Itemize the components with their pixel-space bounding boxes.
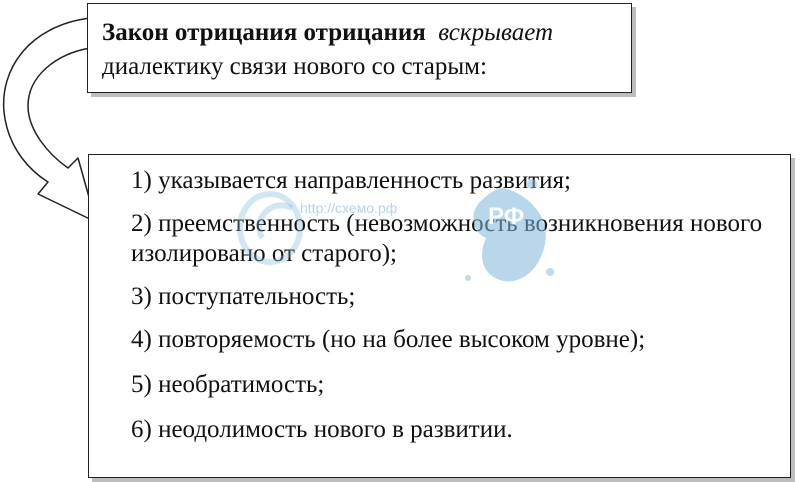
- law-statement-box: Закон отрицания отрицания вскрывает диал…: [87, 3, 632, 93]
- law-statement-line1: Закон отрицания отрицания вскрывает: [102, 16, 619, 50]
- list-item: 1) указывается направленность развития;: [131, 167, 571, 194]
- list-item: 3) поступательность;: [131, 283, 356, 310]
- list-item: 2) преемственность (невозможность возник…: [131, 210, 763, 267]
- list-item: 5) необратимость;: [131, 371, 325, 398]
- properties-list-box: 1) указывается направленность развития; …: [88, 154, 791, 478]
- list-item: 4) повторяемость (но на более высоком ур…: [131, 326, 646, 353]
- law-title: Закон отрицания отрицания: [102, 19, 426, 46]
- watermark-url: http://схемо.рф: [300, 200, 398, 216]
- watermark-rf: РФ: [488, 203, 525, 230]
- list-item: 6) неодолимость нового в развитии.: [131, 416, 513, 443]
- law-verb: вскрывает: [438, 19, 554, 46]
- law-statement-line2: диалектику связи нового со старым:: [102, 53, 487, 80]
